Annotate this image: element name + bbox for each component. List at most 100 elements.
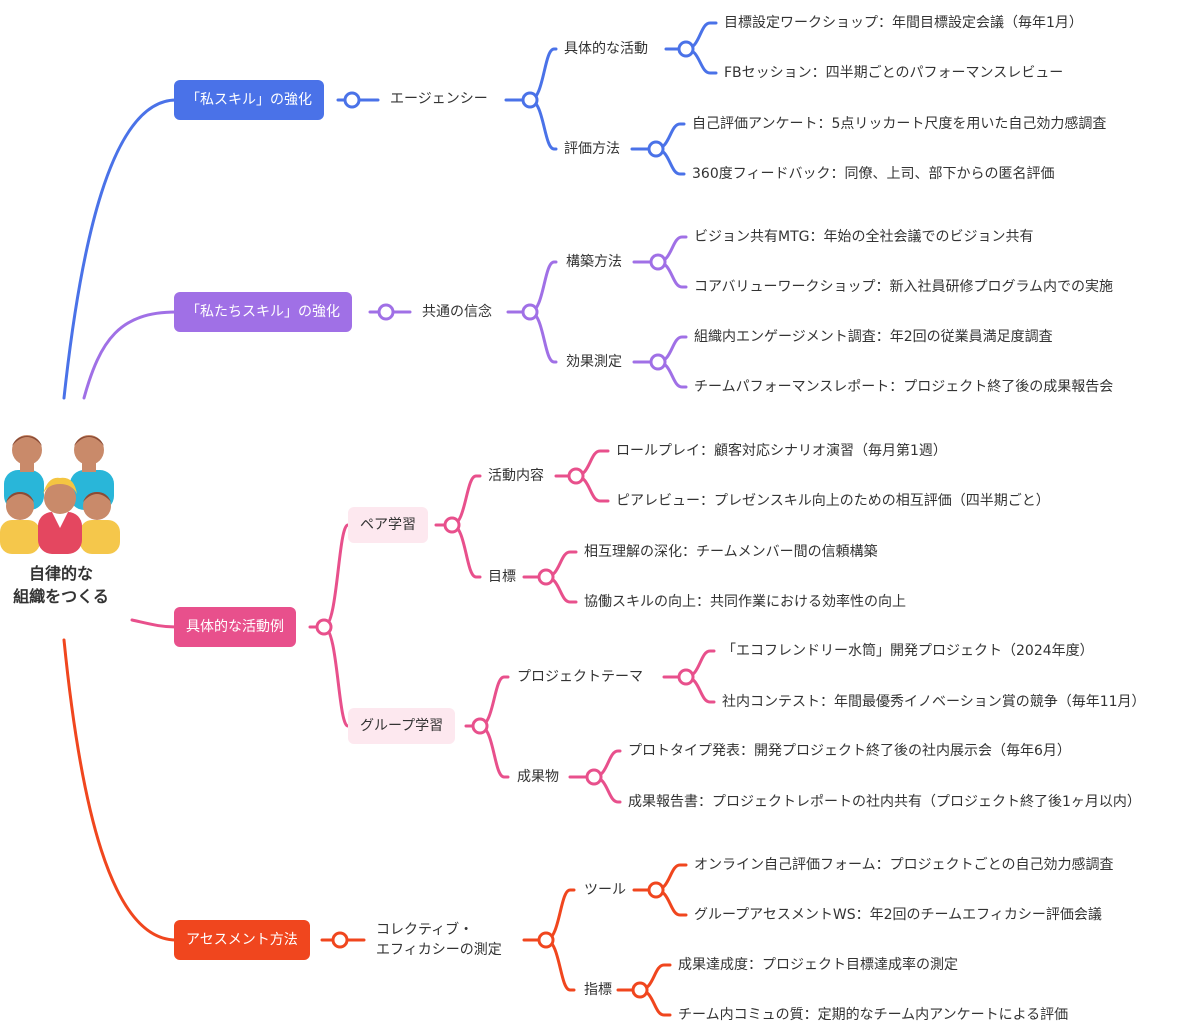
topic-activities[interactable]: 具体的な活動 [564, 41, 648, 57]
branch-connector [656, 335, 688, 364]
leaf-result-report[interactable]: 成果報告書：プロジェクトレポートの社内共有（プロジェクト終了後1ヶ月以内） [628, 794, 1141, 810]
root-topic[interactable]: 自律的な 組織をつくる [0, 562, 122, 608]
branch-watashi-skill[interactable]: 「私スキル」の強化 [174, 80, 324, 120]
branch-collapse-toggle[interactable] [331, 931, 349, 949]
leaf-eco-bottle-project[interactable]: 「エコフレンドリー水筒」開発プロジェクト（2024年度） [722, 643, 1094, 659]
root-connector [130, 618, 178, 629]
leaf-collaboration-skill[interactable]: 協働スキルの向上：共同作業における効率性の向上 [584, 594, 906, 610]
branch-connector [654, 863, 688, 892]
branch-collapse-toggle[interactable] [647, 140, 665, 158]
branch-connector [322, 523, 350, 629]
branch-collapse-toggle[interactable] [315, 618, 333, 636]
leaf-prototype-presentation[interactable]: プロトタイプ発表：開発プロジェクト終了後の社内展示会（毎年6月） [628, 743, 1071, 759]
branch-connector [654, 147, 686, 176]
topic-goal[interactable]: 目標 [488, 569, 516, 585]
branch-connector [528, 98, 558, 151]
leaf-achievement-rate[interactable]: 成果達成度：プロジェクト目標達成率の測定 [678, 957, 958, 973]
branch-collapse-toggle[interactable] [471, 717, 489, 735]
leaf-role-play[interactable]: ロールプレイ：顧客対応シナリオ演習（毎月第1週） [616, 443, 947, 459]
branch-assessment-method[interactable]: アセスメント方法 [174, 920, 310, 960]
branch-connector [478, 724, 510, 779]
root-topic-line: 組織をつくる [13, 587, 109, 606]
branch-connector [528, 260, 558, 314]
topic-evaluation-method[interactable]: 評価方法 [564, 141, 620, 157]
branch-collapse-toggle[interactable] [649, 353, 667, 371]
branch-connector [656, 235, 688, 264]
branch-connector [684, 21, 718, 51]
branch-connector [656, 360, 688, 389]
topic-effect-measure[interactable]: 効果測定 [566, 354, 622, 370]
topic-collective-efficacy-line: エフィカシーの測定 [376, 942, 502, 958]
branch-collapse-toggle[interactable] [585, 768, 603, 786]
branch-connector [544, 888, 576, 942]
branch-connector [544, 938, 576, 992]
leaf-team-report[interactable]: チームパフォーマンスレポート：プロジェクト終了後の成果報告会 [694, 379, 1114, 395]
branch-connector [654, 888, 688, 917]
branch-connector [654, 122, 686, 151]
leaf-communication-quality[interactable]: チーム内コミュの質：定期的なチーム内アンケートによる評価 [678, 1007, 1069, 1023]
root-connector [62, 638, 178, 942]
topic-deliverables[interactable]: 成果物 [517, 769, 559, 785]
root-connector [82, 310, 178, 400]
leaf-group-assessment-ws[interactable]: グループアセスメントWS：年2回のチームエフィカシー評価会議 [694, 907, 1102, 923]
leaf-peer-review[interactable]: ピアレビュー：プレゼンスキル向上のための相互評価（四半期ごと） [616, 493, 1050, 509]
topic-agency[interactable]: エージェンシー [390, 91, 488, 107]
leaf-360-feedback[interactable]: 360度フィードバック：同僚、上司、部下からの匿名評価 [692, 166, 1055, 182]
branch-collapse-toggle[interactable] [521, 303, 539, 321]
leaf-mutual-understanding[interactable]: 相互理解の深化：チームメンバー間の信頼構築 [584, 544, 878, 560]
branch-collapse-toggle[interactable] [537, 568, 555, 586]
topic-tools[interactable]: ツール [584, 882, 626, 898]
leaf-vision-mtg[interactable]: ビジョン共有MTG：年始の全社会議でのビジョン共有 [694, 229, 1034, 245]
branch-connector [592, 749, 622, 779]
branch-connector [638, 963, 672, 992]
topic-shared-belief[interactable]: 共通の信念 [422, 304, 492, 320]
topic-collective-efficacy-line: コレクティブ・ [376, 922, 474, 938]
branch-connector [322, 625, 350, 728]
branch-collapse-toggle[interactable] [443, 516, 461, 534]
topic-group-learning[interactable]: グループ学習 [348, 708, 456, 744]
branch-connector [450, 474, 482, 527]
leaf-self-assessment[interactable]: 自己評価アンケート：5点リッカート尺度を用いた自己効力感調査 [692, 116, 1107, 132]
topic-build-method[interactable]: 構築方法 [566, 254, 622, 270]
branch-connector [544, 575, 578, 604]
leaf-goal-workshop[interactable]: 目標設定ワークショップ：年間目標設定会議（毎年1月） [724, 15, 1083, 31]
branch-activity-examples[interactable]: 具体的な活動例 [174, 607, 296, 647]
branch-collapse-toggle[interactable] [343, 91, 361, 109]
branch-connector [478, 675, 510, 728]
branch-collapse-toggle[interactable] [677, 668, 695, 686]
branch-connector [544, 550, 578, 579]
branch-connector [574, 449, 610, 478]
topic-project-theme[interactable]: プロジェクトテーマ [517, 669, 643, 685]
team-people-icon [0, 435, 120, 554]
branch-collapse-toggle[interactable] [631, 981, 649, 999]
leaf-online-form[interactable]: オンライン自己評価フォーム：プロジェクトごとの自己効力感調査 [694, 857, 1114, 873]
branch-connector [528, 47, 558, 102]
branch-collapse-toggle[interactable] [567, 467, 585, 485]
branch-collapse-toggle[interactable] [377, 303, 395, 321]
branch-watashitachi-skill[interactable]: 「私たちスキル」の強化 [174, 292, 352, 332]
branch-collapse-toggle[interactable] [521, 91, 539, 109]
root-topic-line: 自律的な [28, 564, 93, 583]
topic-indicators[interactable]: 指標 [584, 982, 612, 998]
branch-connector [656, 260, 688, 289]
branch-connector [684, 649, 716, 679]
leaf-internal-contest[interactable]: 社内コンテスト：年間最優秀イノベーション賞の競争（毎年11月） [722, 694, 1146, 710]
topic-pair-learning[interactable]: ペア学習 [348, 507, 428, 543]
branch-connector [574, 474, 610, 503]
branch-connector [592, 775, 622, 804]
leaf-core-value-ws[interactable]: コアバリューワークショップ：新入社員研修プログラム内での実施 [694, 279, 1114, 295]
topic-collective-efficacy[interactable]: コレクティブ・ エフィカシーの測定 [376, 920, 502, 960]
leaf-engagement-survey[interactable]: 組織内エンゲージメント調査：年2回の従業員満足度調査 [694, 329, 1053, 345]
branch-connector [528, 310, 558, 364]
topic-activity-content[interactable]: 活動内容 [488, 468, 544, 484]
branch-collapse-toggle[interactable] [537, 931, 555, 949]
branch-collapse-toggle[interactable] [647, 881, 665, 899]
leaf-fb-session[interactable]: FBセッション：四半期ごとのパフォーマンスレビュー [724, 65, 1064, 81]
branch-connector [684, 675, 716, 704]
branch-collapse-toggle[interactable] [677, 40, 695, 58]
branch-collapse-toggle[interactable] [649, 253, 667, 271]
root-connector [62, 98, 178, 400]
branch-connector [684, 47, 718, 75]
branch-connector [450, 523, 482, 579]
